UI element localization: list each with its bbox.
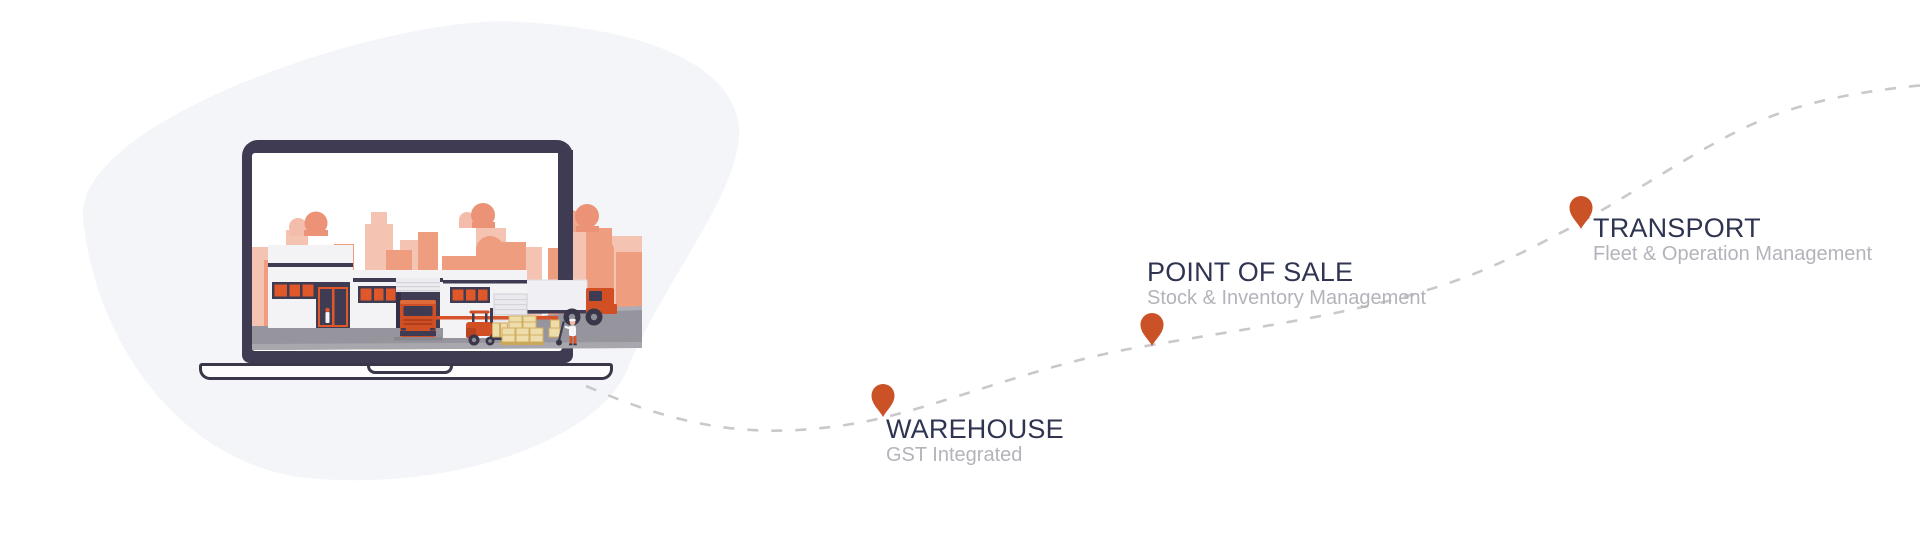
warehouse-building-left [268,245,353,328]
map-pin-icon [1569,196,1593,229]
milestone-transport: TRANSPORT Fleet & Operation Management [1593,214,1872,265]
laptop-base [199,363,613,380]
milestone-title: TRANSPORT [1593,213,1761,243]
milestone-title: POINT OF SALE [1147,257,1354,287]
laptop-base-notch [367,366,453,374]
worker-figure [325,312,330,323]
milestone-subtitle: Stock & Inventory Management [1147,287,1427,309]
cloud-icon [459,203,495,228]
loading-dock-truck [394,300,442,341]
milestone-title: WAREHOUSE [886,414,1064,444]
map-pin-icon [871,384,895,417]
map-pin-icon [1140,313,1164,346]
warehouse-scene [252,203,642,350]
cargo-boxes [500,315,544,345]
milestone-point-of-sale: POINT OF SALE Stock & Inventory Manageme… [1147,258,1426,309]
warehouse-worker [548,318,577,346]
dock-rail [436,316,558,320]
warehouse-building-center [353,270,443,341]
cloud-icon [289,211,328,236]
laptop-bezel-edge [558,150,573,280]
cloud-icons [289,203,599,236]
milestone-warehouse: WAREHOUSE GST Integrated [886,415,1064,466]
milestone-subtitle: Fleet & Operation Management [1593,243,1873,265]
forklift [466,308,508,346]
milestone-subtitle: GST Integrated [886,444,1023,466]
